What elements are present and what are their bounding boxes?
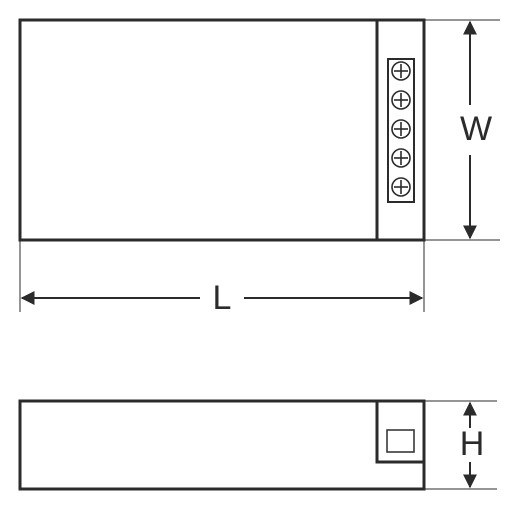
height-label: H [460,425,485,463]
terminal-block [387,58,415,203]
height-dimension: H [424,400,497,490]
screw-terminal-icon [391,177,411,197]
length-label: L [213,279,232,317]
housing-top-outline [18,18,426,242]
side-terminal-opening [386,429,415,453]
housing-side-outline [18,399,426,491]
side-view [18,399,426,491]
screw-terminal-icon [391,148,411,168]
side-terminal-cover [375,399,426,464]
terminal-cover-panel [375,18,426,242]
top-view [18,18,426,242]
screw-terminal-icon [391,90,411,110]
screw-terminal-icon [391,61,411,81]
screw-terminal-icon [391,119,411,139]
width-label: W [460,110,492,148]
terminal-screws [391,61,411,197]
width-dimension: W [424,19,500,241]
length-dimension: L [19,240,425,317]
